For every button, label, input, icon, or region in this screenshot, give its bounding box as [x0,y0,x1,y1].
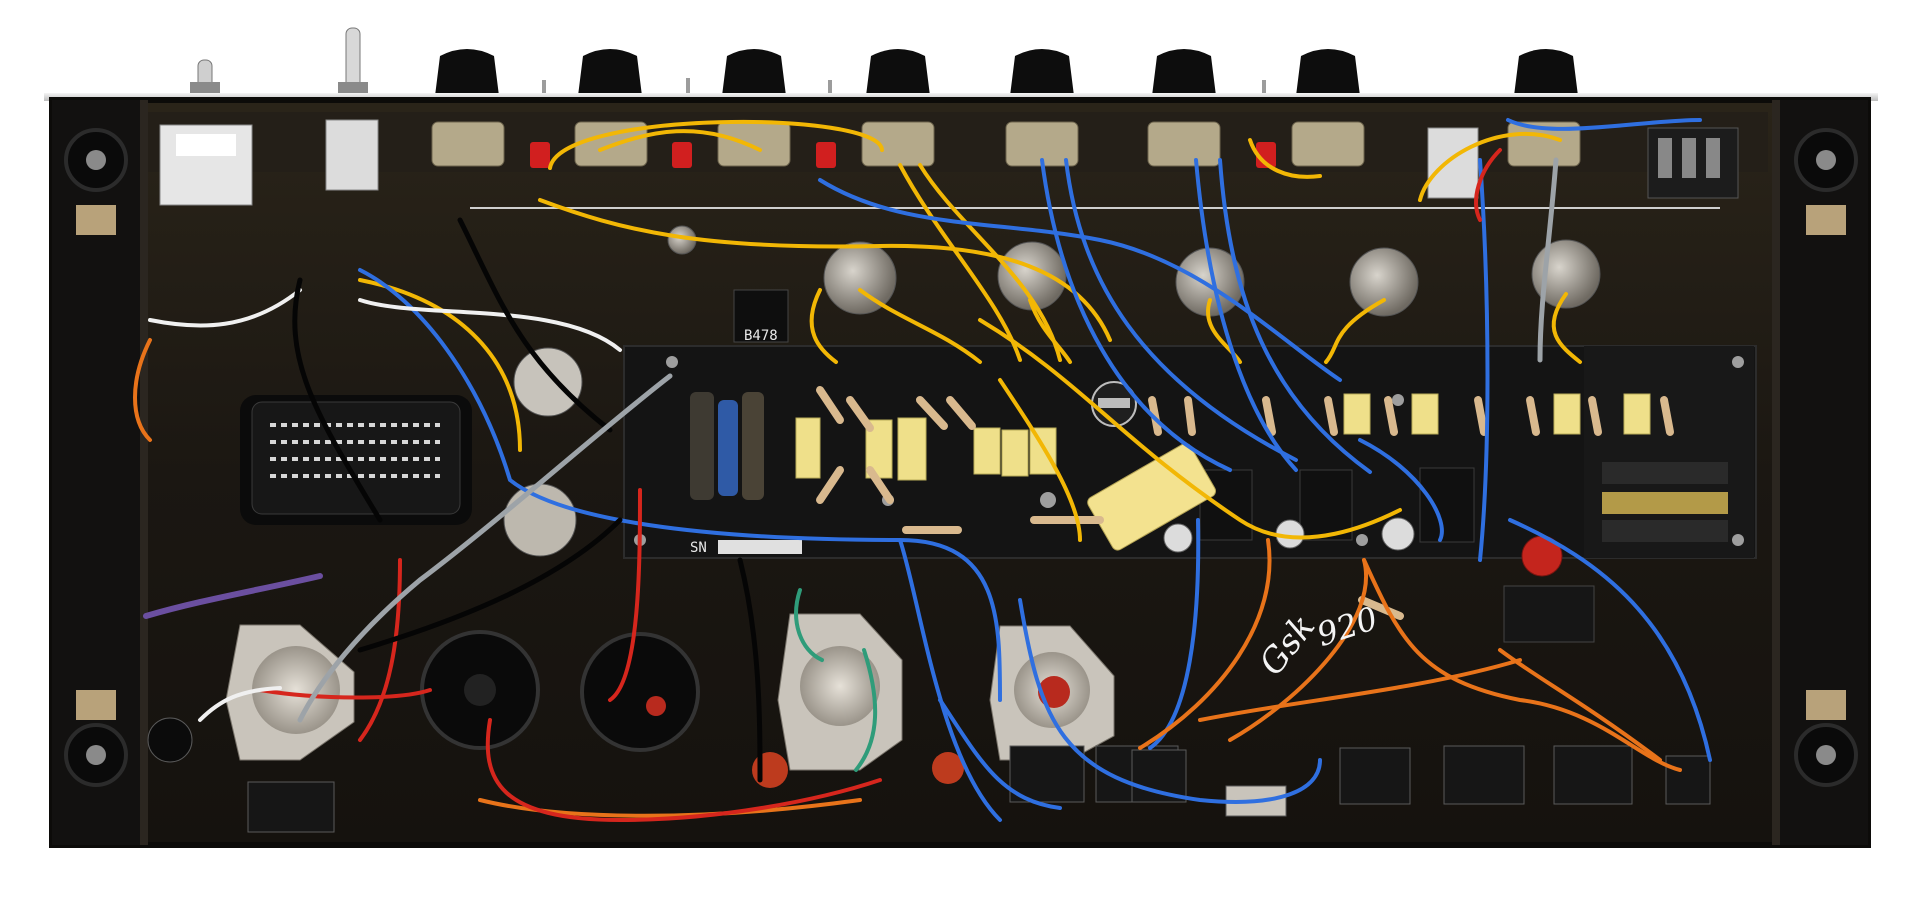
wires-yellow [358,120,1582,542]
wires-blue [358,118,1712,822]
switch-block-left [159,119,379,206]
tube-socket-power-2 [420,630,540,750]
resistors [816,386,1674,620]
front-rail [148,112,1768,209]
knob-5 [1010,49,1074,96]
front-panel-controls [190,27,1578,99]
toggle-switch-1 [190,59,220,99]
knob-2 [578,49,642,96]
power-transformer [240,395,472,525]
knob-1 [435,49,499,96]
toggle-switch-2 [338,27,368,96]
knob-4 [866,49,930,96]
wires-white [148,288,622,722]
mounting-feet [64,128,1858,787]
knob-6 [1152,49,1216,96]
board-label: B478 [744,328,778,344]
relay-block [1199,467,1475,543]
input-jack-right [1647,127,1739,199]
knob-8 [1514,49,1578,96]
wires-green [794,588,878,772]
wires-purple [143,573,323,619]
film-capacitors [795,393,1651,481]
output-section [1503,462,1728,643]
electrolytic-capacitors [690,392,1415,553]
main-circuit-board: B478 SN [623,289,1757,643]
large-film-capacitor [1087,442,1216,551]
wires-orange [133,338,1682,818]
knob-7 [1296,49,1360,96]
tube-socket-power-3 [580,632,700,752]
board-serial-label: SN [690,540,707,556]
knob-3 [722,49,786,96]
wires-black [292,217,763,783]
wires-red [258,148,1502,823]
wires-gray [297,157,1559,723]
wiring-harness [133,118,1712,823]
knob-row [435,49,1578,96]
